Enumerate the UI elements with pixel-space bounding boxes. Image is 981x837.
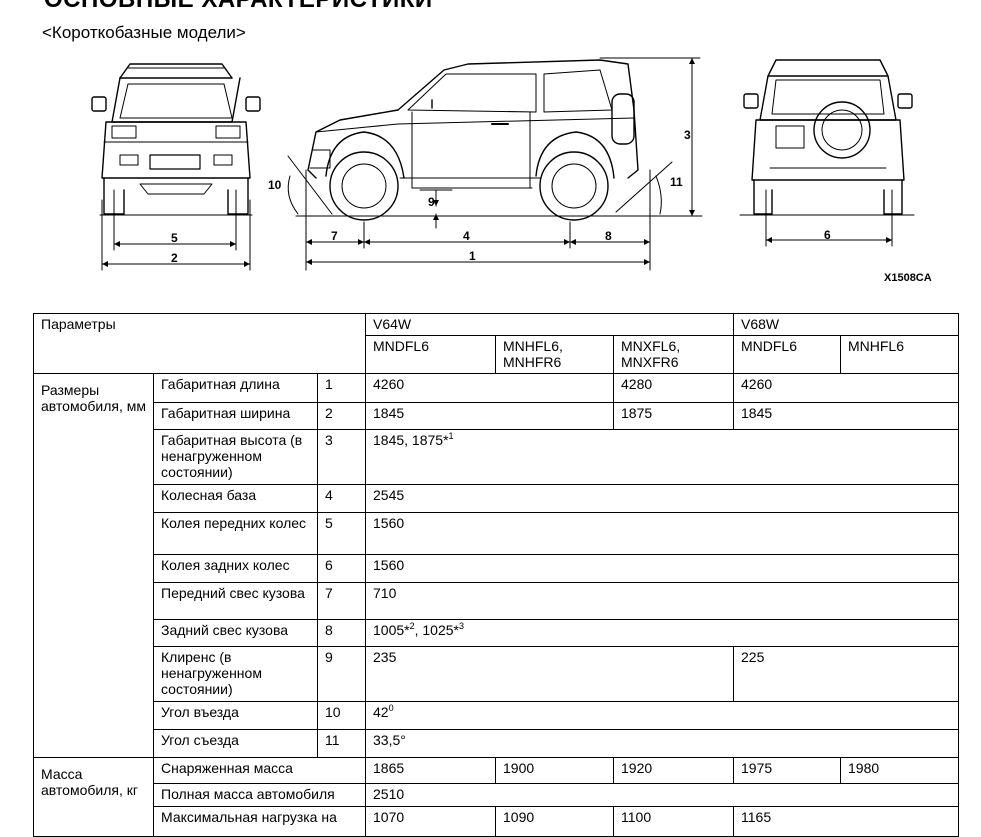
specifications-table: Параметры V64W V68W MNDFL6 MNHFL6, MNHFR… — [33, 313, 959, 837]
param-label: Габаритная длина — [153, 373, 318, 403]
param-label: Угол въезда — [153, 701, 318, 730]
param-label: Задний свес кузова — [153, 619, 318, 647]
param-value: 710 — [365, 582, 959, 620]
table-header-row: Параметры V64W V68W — [33, 313, 959, 374]
param-value: 4280 — [613, 373, 734, 403]
table-row: Угол въезда 10 420 — [34, 701, 959, 730]
model-header: MNDFL6 — [365, 335, 496, 374]
table-row: Задний свес кузова 8 1005*2, 1025*3 — [34, 619, 959, 647]
dim-label-9: 9 — [428, 195, 435, 209]
param-value: 1845, 1875*1 — [365, 429, 959, 485]
model-header: MNDFL6 — [733, 335, 841, 374]
param-number: 10 — [317, 701, 366, 730]
dim-label-1: 1 — [469, 249, 476, 263]
table-row: Габаритная высота (в ненагруженном состо… — [34, 429, 959, 485]
param-value: 1975 — [733, 757, 841, 784]
table-row: Габаритная ширина 2 1845 1875 1845 — [34, 402, 959, 430]
param-value: 1560 — [365, 554, 959, 583]
dim-label-7: 7 — [331, 229, 338, 243]
param-number: 3 — [317, 429, 366, 485]
table-model-row: MNDFL6 MNHFL6, MNHFR6 MNXFL6, MNXFR6 MND… — [34, 335, 959, 374]
param-number: 7 — [317, 582, 366, 620]
table-row: Размеры автомобиля, мм Габаритная длина … — [33, 373, 959, 758]
param-number: 11 — [317, 729, 366, 758]
param-label: Передний свес кузова — [153, 582, 318, 620]
group-header-v64w: V64W — [365, 313, 734, 336]
table-row: Колея передних колес 5 1560 — [34, 512, 959, 555]
dim-label-8: 8 — [605, 229, 612, 243]
section-label-dimensions: Размеры автомобиля, мм — [33, 373, 154, 758]
param-value: 1845 — [733, 402, 959, 430]
param-label: Снаряженная масса — [153, 757, 366, 784]
param-number: 4 — [317, 484, 366, 513]
param-label: Колесная база — [153, 484, 318, 513]
param-value: 1875 — [613, 402, 734, 430]
param-label: Колея передних колес — [153, 512, 318, 555]
param-number: 6 — [317, 554, 366, 583]
table-row: Угол съезда 11 33,5° — [34, 729, 959, 758]
dim-label-6: 6 — [824, 228, 831, 242]
figure-code: X1508CA — [884, 272, 932, 284]
subtitle: <Короткобазные модели> — [42, 23, 246, 42]
param-label: Максимальная нагрузка на — [153, 806, 366, 837]
param-value: 1005*2, 1025*3 — [365, 619, 959, 647]
front-view-drawing — [91, 63, 261, 215]
param-number: 2 — [317, 402, 366, 430]
table-row: Передний свес кузова 7 710 — [34, 582, 959, 620]
param-value: 1070 — [365, 806, 496, 837]
param-value: 1980 — [840, 757, 959, 784]
param-value: 1920 — [613, 757, 734, 784]
param-label: Клиренс (в ненагруженном состоянии) — [153, 646, 318, 702]
side-view-drawing — [307, 59, 639, 221]
param-value: 4260 — [365, 373, 614, 403]
param-value: 235 — [365, 646, 734, 702]
table-row: Клиренс (в ненагруженном состоянии) 9 23… — [34, 646, 959, 702]
dim-label-4: 4 — [463, 229, 470, 243]
section-heading: ОСНОВНЫЕ ХАРАКТЕРИСТИКИ — [44, 0, 433, 14]
param-value: 420 — [365, 701, 959, 730]
model-header: MNHFL6, MNHFR6 — [495, 335, 614, 374]
dim-label-2: 2 — [171, 251, 178, 265]
param-label: Колея задних колес — [153, 554, 318, 583]
params-header: Параметры — [33, 313, 366, 374]
group-header-v68w: V68W — [733, 313, 959, 336]
param-number: 8 — [317, 619, 366, 647]
table-row: Полная масса автомобиля 2510 — [34, 783, 959, 807]
param-value: 2545 — [365, 484, 959, 513]
rear-view-drawing — [743, 59, 913, 215]
param-value: 1165 — [733, 806, 959, 837]
param-value: 1865 — [365, 757, 496, 784]
param-value: 1845 — [365, 402, 614, 430]
param-number: 1 — [317, 373, 366, 403]
table-row: Колея задних колес 6 1560 — [34, 554, 959, 583]
param-number: 5 — [317, 512, 366, 555]
section-label-mass: Масса автомобиля, кг — [33, 757, 154, 837]
dim-label-11: 11 — [670, 175, 683, 189]
dim-label-10: 10 — [268, 178, 282, 192]
param-label: Габаритная ширина — [153, 402, 318, 430]
param-value: 1900 — [495, 757, 614, 784]
vehicle-dimension-diagram: 5 2 7 4 8 1 3 10 11 9 6 — [91, 57, 915, 271]
table-row: Максимальная нагрузка на 1070 1090 1100 … — [34, 806, 959, 837]
param-value: 225 — [733, 646, 959, 702]
dim-label-3: 3 — [684, 128, 691, 142]
param-label: Полная масса автомобиля — [153, 783, 366, 807]
param-value: 1560 — [365, 512, 959, 555]
param-value: 2510 — [365, 783, 959, 807]
table-row: Колесная база 4 2545 — [34, 484, 959, 513]
model-header: MNHFL6 — [840, 335, 959, 374]
param-label: Угол съезда — [153, 729, 318, 758]
dim-label-5: 5 — [171, 231, 178, 245]
param-label: Габаритная высота (в ненагруженном состо… — [153, 429, 318, 485]
table-row: Масса автомобиля, кг Снаряженная масса 1… — [33, 757, 959, 837]
model-header: MNXFL6, MNXFR6 — [613, 335, 734, 374]
param-value: 33,5° — [365, 729, 959, 758]
param-value: 4260 — [733, 373, 959, 403]
param-value: 1090 — [495, 806, 614, 837]
param-number: 9 — [317, 646, 366, 702]
param-value: 1100 — [613, 806, 734, 837]
